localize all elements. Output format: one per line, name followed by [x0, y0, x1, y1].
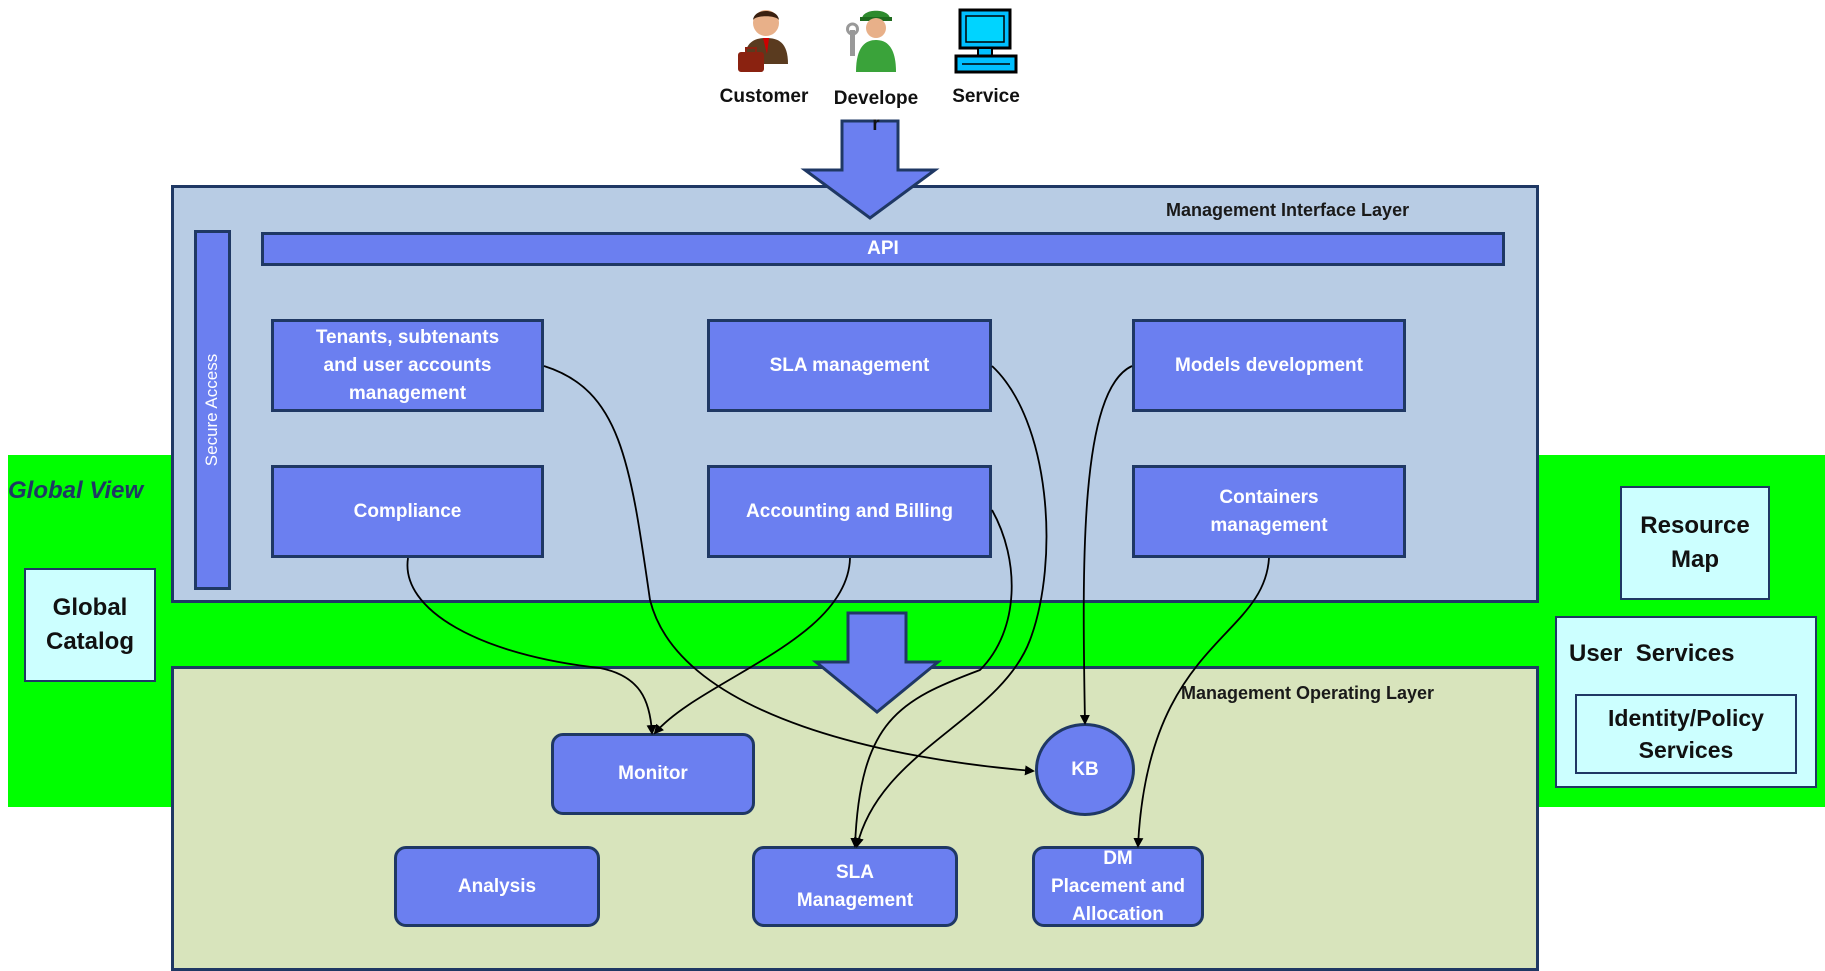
connector-accounting-monitor: [653, 557, 851, 735]
analysis-label: Analysis: [457, 875, 537, 897]
kb-label: KB: [1071, 758, 1099, 780]
identity-policy-label: Identity/Policy Services: [1608, 705, 1764, 763]
customer-icon: [738, 10, 788, 72]
tenants-management-box[interactable]: Tenants, subtenants and user accounts ma…: [271, 319, 544, 412]
analysis-box[interactable]: Analysis: [394, 846, 600, 927]
kb-node[interactable]: KB: [1035, 723, 1135, 816]
sla-management-operating-box[interactable]: SLA Management: [752, 846, 958, 927]
monitor-box[interactable]: Monitor: [551, 733, 755, 815]
global-view-label: Global View: [8, 477, 144, 504]
identity-policy-box[interactable]: Identity/Policy Services: [1575, 694, 1797, 774]
models-development-label: Models development: [1175, 354, 1363, 376]
resource-map-label: Resource Map: [1640, 512, 1750, 573]
sla-management-interface-label: SLA management: [769, 354, 930, 376]
actor-customer-label: Customer: [719, 86, 809, 107]
global-catalog-label: Global Catalog: [45, 594, 134, 655]
tenants-management-label: Tenants, subtenants and user accounts ma…: [315, 326, 500, 404]
user-services-box[interactable]: User Services Identity/Policy Services: [1555, 616, 1817, 788]
api-label: API: [867, 238, 899, 259]
operating-layer-title: Management Operating Layer: [1181, 683, 1435, 703]
accounting-billing-label: Accounting and Billing: [746, 500, 953, 522]
global-catalog-box[interactable]: Global Catalog: [24, 568, 156, 682]
resource-map-box[interactable]: Resource Map: [1620, 486, 1770, 600]
sla-management-interface-box[interactable]: SLA management: [707, 319, 992, 412]
accounting-billing-box[interactable]: Accounting and Billing: [707, 465, 992, 558]
actor-customer[interactable]: Customer: [714, 6, 814, 114]
developer-icon: [846, 10, 896, 72]
dm-placement-box[interactable]: DM Placement and Allocation: [1032, 846, 1204, 927]
monitor-label: Monitor: [618, 763, 688, 784]
dm-placement-label: DM Placement and Allocation: [1050, 847, 1186, 925]
connector-containers-dm: [1133, 557, 1270, 848]
actor-developer-label: Develope r: [833, 88, 919, 135]
compliance-label: Compliance: [353, 500, 462, 522]
computer-icon: [954, 8, 1018, 74]
connector-models-kb: [1079, 365, 1133, 725]
compliance-box[interactable]: Compliance: [271, 465, 544, 558]
containers-management-label: Containers management: [1210, 486, 1328, 536]
api-bar[interactable]: API: [261, 232, 1505, 266]
down-arrow-top: [800, 119, 940, 220]
interface-layer-title: Management Interface Layer: [1166, 200, 1410, 220]
actor-service-label: Service: [952, 86, 1020, 107]
secure-access-bar[interactable]: Secure Access: [194, 230, 231, 590]
connector-compliance-monitor: [406, 557, 657, 735]
down-arrow-middle: [811, 611, 943, 714]
containers-management-box[interactable]: Containers management: [1132, 465, 1406, 558]
sla-management-operating-label: SLA Management: [796, 861, 914, 911]
user-services-label: User Services: [1569, 640, 1735, 667]
actor-service[interactable]: Service: [936, 6, 1036, 114]
connector-sla-interface-sla-operating: [854, 365, 1048, 848]
models-development-box[interactable]: Models development: [1132, 319, 1406, 412]
connector-accounting-sla-operating: [850, 509, 1013, 848]
actor-developer[interactable]: Develope r: [826, 6, 926, 136]
connector-tenants-kb: [543, 365, 1035, 776]
